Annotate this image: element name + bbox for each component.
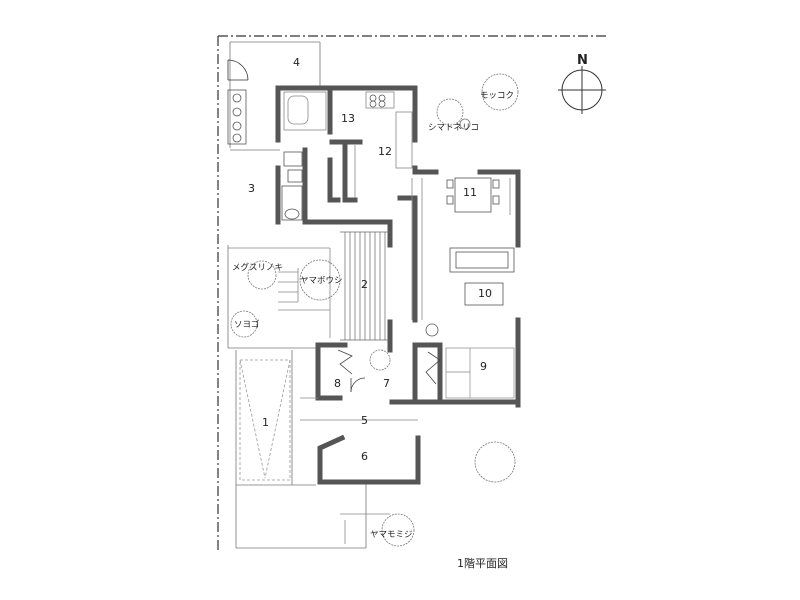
compass-north-label: N (577, 53, 588, 68)
room-label-1: 1 (262, 416, 269, 429)
gate-door (227, 59, 249, 81)
room-labels: 1 2 3 4 5 6 7 8 9 10 11 12 13 (248, 56, 492, 463)
tree-soyogo-icon (230, 310, 258, 338)
tree-label-soyogo: ソヨゴ (234, 319, 260, 330)
sofa (425, 247, 515, 337)
fixtures (281, 94, 386, 221)
room-label-12: 12 (378, 145, 392, 158)
trees (230, 73, 519, 547)
compass-icon (558, 66, 606, 114)
dining-table (446, 177, 500, 213)
tree-label-shimatoneriko: シマトネリコ (428, 123, 479, 133)
room-label-11: 11 (463, 186, 477, 199)
tree-label-yamamomiji: ヤマモミジ (370, 530, 413, 540)
exterior-lines (227, 41, 367, 549)
tree-label-megusurinoki: メグスリノキ (232, 262, 283, 273)
tree-shimatoneriko-icon (436, 98, 464, 126)
tatami (445, 347, 515, 399)
tree-megusurinoki-icon (247, 260, 277, 290)
room-label-9: 9 (480, 360, 487, 373)
tree-mokkoku-icon (481, 73, 519, 111)
door-swings (337, 349, 441, 393)
tree-small-icon (369, 349, 391, 371)
site-boundary (217, 35, 608, 550)
stepping-stones (227, 89, 247, 145)
tree-label-mokkoku: モッコク (480, 91, 514, 101)
room-label-10: 10 (478, 287, 492, 300)
room-label-4: 4 (293, 56, 300, 69)
tree-label-yamaboushi: ヤマボウシ (300, 276, 343, 286)
room-label-5: 5 (361, 414, 368, 427)
tree-yamaboushi-icon (299, 259, 341, 301)
parking-outline (239, 359, 291, 481)
room-label-7: 7 (383, 377, 390, 390)
room-label-13: 13 (341, 112, 355, 125)
room-label-6: 6 (361, 450, 368, 463)
tree-small-icon (459, 118, 471, 130)
tree-labels: モッコク シマトネリコ メグスリノキ ヤマボウシ ソヨゴ ヤマモミジ (232, 91, 514, 540)
staircase (340, 231, 390, 341)
partitions (228, 91, 511, 544)
room-label-8: 8 (334, 377, 341, 390)
tree-round-icon (474, 441, 516, 483)
plan-title: 1階平面図 (457, 556, 508, 570)
tree-yamamomiji-icon (381, 513, 415, 547)
room-label-3: 3 (248, 182, 255, 195)
room-label-2: 2 (361, 278, 368, 291)
walls (275, 85, 521, 485)
